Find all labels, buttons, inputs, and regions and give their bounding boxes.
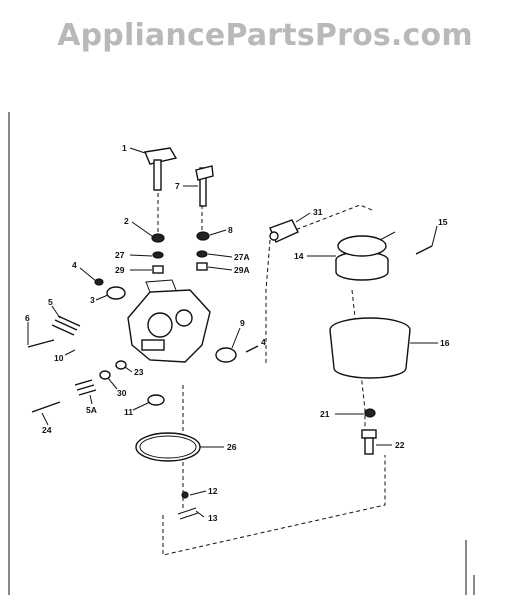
label-6: 6: [25, 313, 30, 323]
part-13-clip: [177, 507, 199, 520]
label-5a: 5A: [86, 405, 97, 415]
part-31-primer: [269, 219, 299, 243]
label-30: 30: [117, 388, 127, 398]
label-7: 7: [175, 181, 180, 191]
label-29a: 29A: [234, 265, 250, 275]
part-3-gasket: [106, 286, 126, 300]
part-27a-washer: [196, 250, 208, 258]
part-5-spring: [51, 315, 81, 336]
label-22: 22: [395, 440, 405, 450]
label-1: 1: [122, 143, 127, 153]
label-26: 26: [227, 442, 237, 452]
label-4-right: 4: [261, 337, 266, 347]
label-12: 12: [208, 486, 218, 496]
label-11: 11: [124, 407, 133, 417]
label-23: 23: [134, 367, 144, 377]
label-21: 21: [320, 409, 330, 419]
part-6-idle-needle: [27, 339, 55, 348]
part-26-bowl-gasket: [135, 432, 201, 462]
part-9-gasket: [215, 347, 237, 363]
label-5: 5: [48, 297, 53, 307]
label-27: 27: [115, 250, 125, 260]
part-21-needle: [364, 408, 376, 418]
part-12-inlet-needle: [181, 491, 189, 499]
part-24-main-needle: [31, 401, 61, 413]
part-30-oring: [99, 370, 111, 380]
part-4-screw-left: [94, 278, 104, 286]
leader-lines: [27, 147, 438, 518]
label-10: 10: [54, 353, 64, 363]
part-16-float-bowl: [329, 317, 411, 379]
label-24: 24: [42, 425, 52, 435]
label-29: 29: [115, 265, 125, 275]
part-14-float: [335, 231, 396, 281]
part-11-gasket: [147, 394, 165, 406]
part-4-screw-right: [245, 345, 259, 353]
label-13: 13: [208, 513, 218, 523]
part-1-throttle-shaft: [144, 147, 178, 191]
part-23-oring: [115, 360, 127, 370]
label-8: 8: [228, 225, 233, 235]
part-5a-spring: [74, 379, 97, 396]
site-watermark: AppliancePartsPros.com: [57, 18, 473, 53]
part-8-seal: [196, 231, 210, 241]
part-labels: 1 7 2 8 27 27A 29 29A 31 15 14 4 3 5 6 1…: [25, 143, 450, 523]
label-16: 16: [440, 338, 450, 348]
label-31: 31: [313, 207, 323, 217]
label-2: 2: [124, 216, 129, 226]
part-22-bowl-nut: [361, 429, 377, 455]
label-14: 14: [294, 251, 304, 261]
label-27a: 27A: [234, 252, 250, 262]
part-29a-spring: [196, 262, 208, 271]
label-9: 9: [240, 318, 245, 328]
part-7-choke-shaft: [195, 165, 214, 207]
label-4-left: 4: [72, 260, 77, 270]
part-29-spring: [152, 265, 164, 274]
part-15-pin: [415, 245, 433, 255]
label-15: 15: [438, 217, 448, 227]
part-2-seal: [151, 233, 165, 243]
part-27-washer: [152, 251, 164, 259]
carburetor-body: [127, 279, 211, 363]
label-3: 3: [90, 295, 95, 305]
